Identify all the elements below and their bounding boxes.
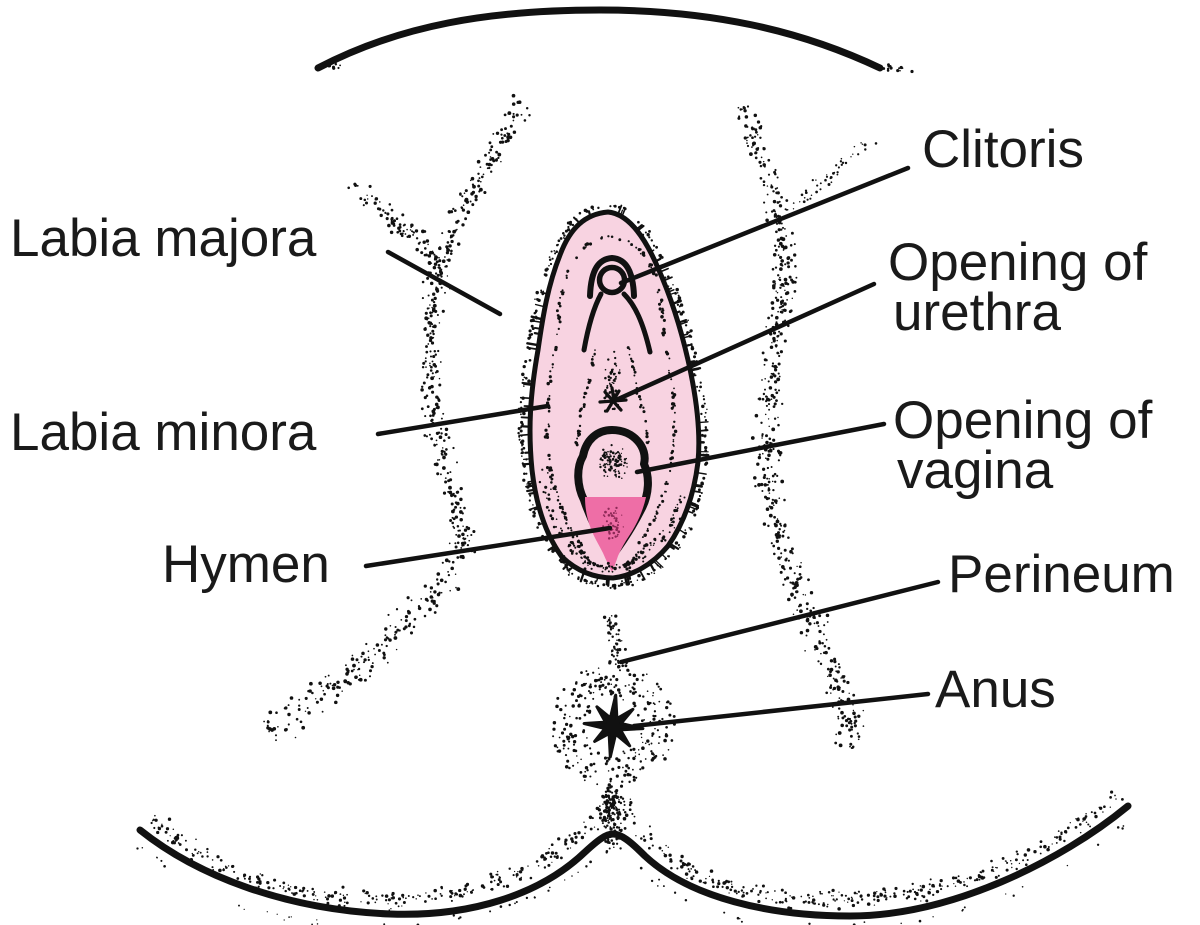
abdomen-curve — [314, 6, 884, 72]
label-opening-of-vagina: Opening of vagina — [893, 391, 1167, 500]
anus-mark — [582, 693, 645, 759]
clitoris-leader-line — [618, 165, 911, 286]
vagina-leader-line — [634, 421, 887, 475]
torso-outlines — [136, 6, 1132, 920]
label-anus: Anus — [935, 660, 1056, 719]
label-clitoris: Clitoris — [922, 120, 1084, 179]
label-opening-of-urethra: Opening of urethra — [888, 233, 1162, 342]
urethra-leader-line — [613, 281, 877, 403]
clitoris-glans — [596, 264, 628, 296]
label-hymen: Hymen — [162, 535, 330, 594]
label-labia-majora: Labia majora — [10, 209, 317, 268]
hymen-shape — [585, 497, 646, 572]
clitoral-hood-left-fold — [581, 291, 604, 353]
stipple-shading — [136, 61, 1125, 925]
clitoral-hood-right-fold — [621, 291, 653, 355]
label-perineum: Perineum — [948, 545, 1175, 604]
leader-lines — [363, 165, 941, 729]
perineum-leader-line — [618, 579, 941, 665]
labia-majora-leader-line — [385, 249, 503, 317]
labels: Labia majora Clitoris Opening of urethra… — [10, 120, 1175, 719]
label-labia-minora: Labia minora — [10, 403, 317, 462]
anus-star — [582, 693, 645, 759]
hymen-leader-line — [363, 525, 613, 569]
labia-minora-leader-line — [375, 403, 551, 437]
buttocks-crease-curve — [136, 802, 1132, 920]
anus-leader-line — [631, 691, 931, 729]
